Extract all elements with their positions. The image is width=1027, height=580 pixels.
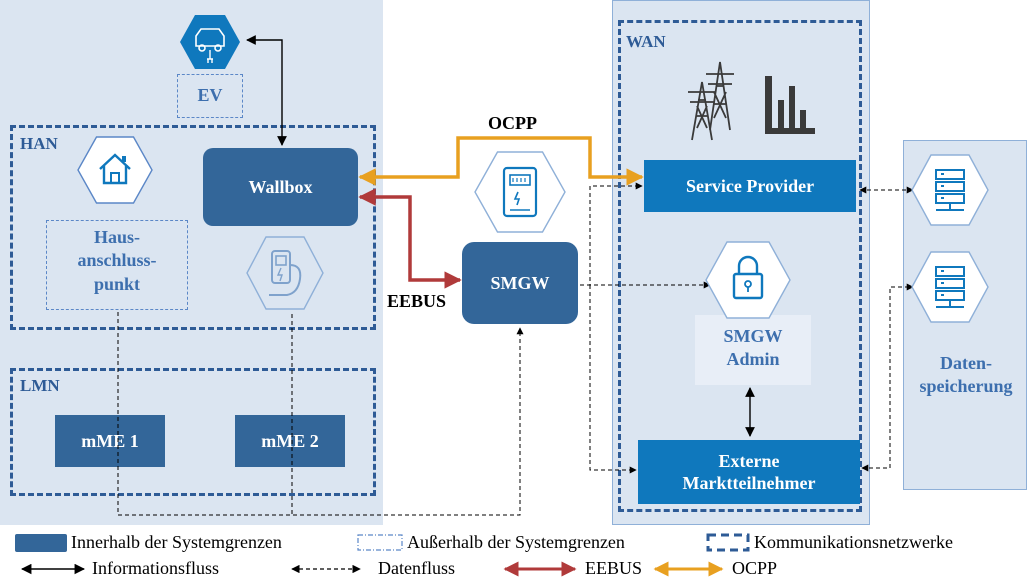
smgw-admin-label: SMGW Admin <box>723 326 783 370</box>
legend-ausserhalb: Außerhalb der Systemgrenzen <box>407 532 625 552</box>
data-flow-smgw-externe <box>589 285 637 474</box>
charging-station-icon <box>246 236 324 310</box>
lock-icon <box>705 241 791 319</box>
smgw-admin-box <box>695 315 811 385</box>
legend-informationsfluss: Informationsfluss <box>92 558 219 578</box>
externe-node: Externe Marktteilnehmer <box>638 440 860 504</box>
smart-meter-icon <box>474 151 566 233</box>
house-icon <box>77 136 153 204</box>
hausanschlusspunkt-label: Haus- anschluss- punkt <box>77 227 157 294</box>
eebus-edge-label: EEBUS <box>387 291 447 311</box>
data-flow-meters-smgw <box>117 312 524 516</box>
bar-chart-icon <box>765 76 815 134</box>
legend-innerhalb-swatch <box>15 534 67 552</box>
han-label: HAN <box>20 134 58 153</box>
legend-kommunikation: Kommunikationsnetzwerke <box>754 532 953 552</box>
ocpp-flow <box>358 136 644 186</box>
data-flow-externe-storage <box>861 283 914 472</box>
hausanschlusspunkt-box <box>46 220 188 310</box>
legend-innerhalb: Innerhalb der Systemgrenzen <box>71 532 282 552</box>
data-flow-smgw-sp <box>580 182 643 286</box>
wan-label: WAN <box>626 32 666 51</box>
ocpp-edge-label: OCPP <box>488 113 537 133</box>
legend-ausserhalb-swatch <box>357 534 403 551</box>
server-icon <box>911 251 989 323</box>
lmn-zone <box>10 368 376 496</box>
legend-eebus: EEBUS <box>585 558 643 578</box>
wan-zone <box>618 20 862 512</box>
legend-ocpp: OCPP <box>732 558 778 578</box>
eebus-flow <box>358 188 462 289</box>
service-provider-node: Service Provider <box>644 160 856 212</box>
datenspeicherung-label: Daten- speicherung <box>919 353 1013 397</box>
ev-box <box>177 74 243 118</box>
wallbox-node: Wallbox <box>203 148 358 226</box>
legend-kommunikation-swatch <box>706 533 750 552</box>
server-icon <box>911 154 989 226</box>
info-flow-ev-wallbox <box>246 35 287 146</box>
ev-label: EV <box>197 85 223 105</box>
car-charging-icon <box>180 15 240 69</box>
smgw-node: SMGW <box>462 242 578 324</box>
legend-datenfluss: Datenfluss <box>378 558 455 578</box>
mme2-node: mME 2 <box>235 415 345 467</box>
lmn-label: LMN <box>20 376 60 395</box>
mme1-node: mME 1 <box>55 415 165 467</box>
power-tower-icon <box>688 61 734 141</box>
